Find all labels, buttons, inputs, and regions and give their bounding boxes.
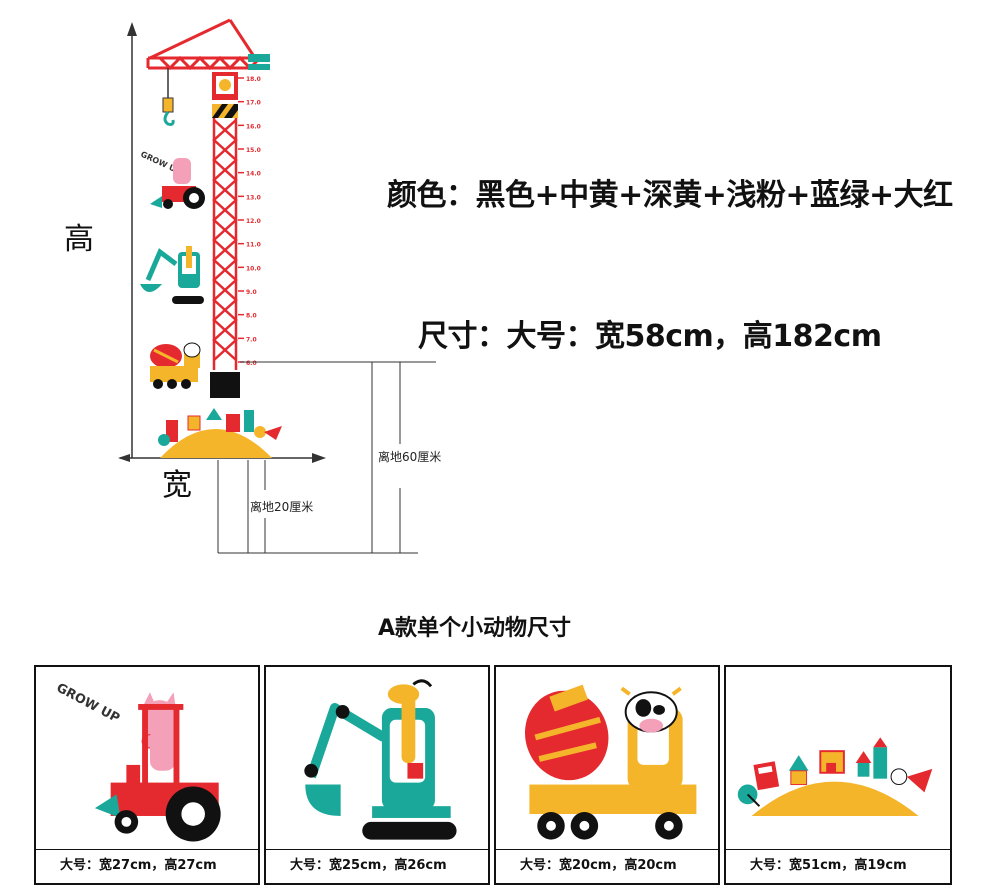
- ruler-tick-label: 16.0: [246, 123, 261, 130]
- height-label: 高: [64, 222, 94, 257]
- giraffe-excavator-art: [304, 679, 457, 840]
- ruler-tick-label: 17.0: [246, 100, 261, 107]
- crane-jib: [146, 18, 262, 71]
- panel-caption: 大号：宽27cm，高27cm: [36, 849, 258, 883]
- ruler-tick-label: 6.0: [246, 360, 257, 367]
- small-giraffe-excavator: [140, 246, 204, 304]
- ruler-tick-label: 12.0: [246, 218, 261, 225]
- animal-panels: GROW UP 大号：宽27cm，高27cm: [34, 665, 952, 885]
- width-label: 宽: [162, 468, 192, 503]
- ruler-tick-label: 9.0: [246, 289, 257, 296]
- panel-caption: 大号：宽51cm，高19cm: [726, 849, 950, 883]
- panel-caption: 大号：宽25cm，高26cm: [266, 849, 488, 883]
- grow-up-tag: GROW UP: [54, 681, 122, 727]
- ground-20-label: 离地20厘米: [250, 500, 314, 514]
- crane-tower: [212, 118, 238, 370]
- size-spec: 尺寸：大号：宽58cm，高182cm: [418, 319, 882, 354]
- ruler: 18.0 17.0 16.0 15.0 14.0 13.0 12.0 11.0 10.0 9.0 8…: [238, 76, 261, 367]
- panel-giraffe-excavator: 大号：宽25cm，高26cm: [264, 665, 490, 885]
- panel-pig-tractor: GROW UP 大号：宽27cm，高27cm: [34, 665, 260, 885]
- cow-mixer-art: [524, 684, 697, 840]
- small-pig-tractor: GROW UP: [139, 150, 205, 209]
- panel-hill-houses: 大号：宽51cm，高19cm: [724, 665, 952, 885]
- measure-lines: [217, 361, 436, 554]
- section-title: A款单个小动物尺寸: [378, 616, 572, 641]
- ruler-tick-label: 7.0: [246, 336, 257, 343]
- small-hill-houses: [158, 408, 282, 458]
- crane-height-chart: 18.0 17.0 16.0 15.0 14.0 13.0 12.0 11.0 10.0 9.0 8…: [118, 18, 436, 554]
- ruler-tick-label: 15.0: [246, 147, 261, 154]
- ruler-tick-label: 8.0: [246, 313, 257, 320]
- ground-60-label: 离地60厘米: [378, 450, 442, 464]
- pig-tractor-art: GROW UP: [54, 681, 221, 842]
- ruler-tick-label: 13.0: [246, 194, 261, 201]
- panel-caption: 大号：宽20cm，高20cm: [496, 849, 718, 883]
- ruler-tick-label: 10.0: [246, 265, 261, 272]
- ruler-tick-label: 14.0: [246, 171, 261, 178]
- panel-cow-mixer: 大号：宽20cm，高20cm: [494, 665, 720, 885]
- colors-spec: 颜色：黑色+中黄+深黄+浅粉+蓝绿+大红: [387, 178, 953, 213]
- hill-houses-art: [737, 737, 933, 816]
- ruler-tick-label: 18.0: [246, 76, 261, 83]
- ruler-tick-label: 11.0: [246, 242, 261, 249]
- small-cow-mixer: [150, 342, 201, 389]
